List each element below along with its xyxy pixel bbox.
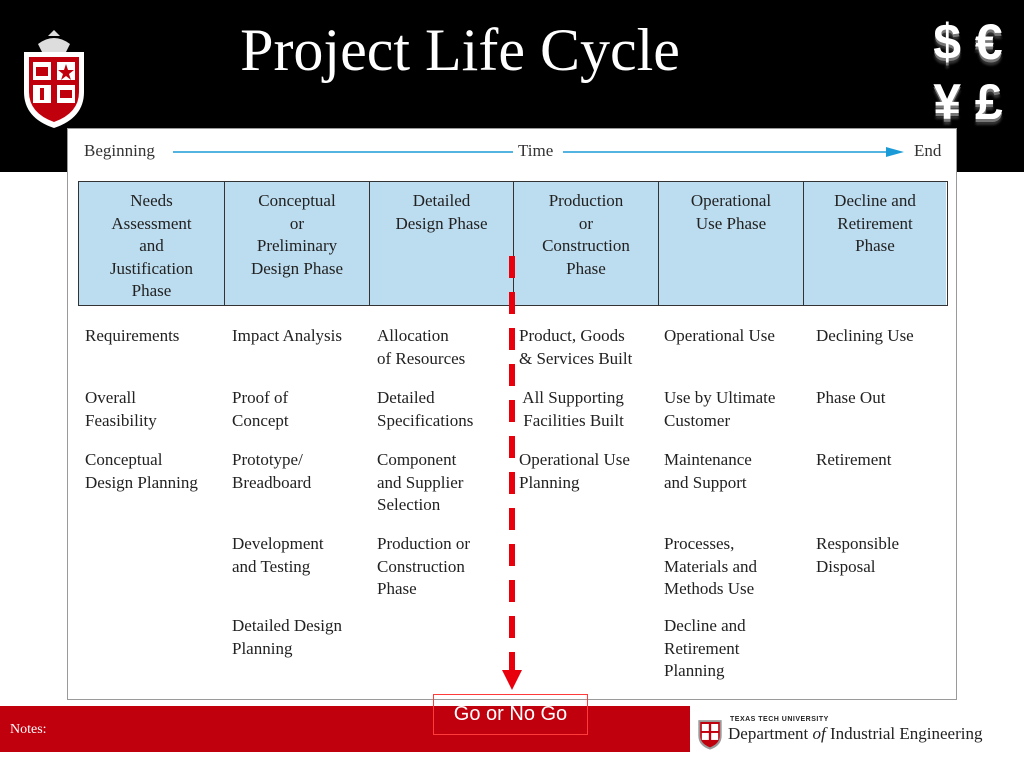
department-pre: Department xyxy=(728,724,813,743)
activity-item: Decline and Retirement Planning xyxy=(664,616,746,680)
activity-item: Impact Analysis xyxy=(232,326,343,345)
phase-label: Decline and Retirement Phase xyxy=(834,191,916,255)
activity-item: Responsible Disposal xyxy=(816,534,900,576)
phase-header: Conceptual or Preliminary Design Phase xyxy=(225,182,370,305)
activity-item: Operational Use xyxy=(664,326,775,345)
university-name: TEXAS TECH UNIVERSITY xyxy=(730,716,829,723)
timeline-end-label: End xyxy=(914,141,942,161)
phase-label: Operational Use Phase xyxy=(690,191,772,233)
go-no-go-label: Go or No Go xyxy=(453,703,568,725)
department-of: of xyxy=(812,724,826,743)
activity-item: Prototype/ Breadboard xyxy=(232,450,312,492)
phase-header: Detailed Design Phase xyxy=(370,182,514,305)
activity-item: Detailed Specifications xyxy=(377,388,474,430)
footer-notes-bar: Notes: xyxy=(0,706,690,752)
activity-item: All Supporting Facilities Built xyxy=(522,388,624,430)
phase-header: Decline and Retirement Phase xyxy=(804,182,946,305)
phase-header: Operational Use Phase xyxy=(659,182,804,305)
activity-item: Proof of Concept xyxy=(232,388,289,430)
texas-tech-shield-small-icon xyxy=(698,720,722,750)
footer-department: TEXAS TECH UNIVERSITY Department of Indu… xyxy=(690,700,1024,768)
activity-item: Use by Ultimate Customer xyxy=(664,388,776,430)
phase-label: Production or Construction Phase xyxy=(542,191,630,278)
department-name: Department of Industrial Engineering xyxy=(728,724,982,744)
activity-item: Operational Use Planning xyxy=(519,450,630,492)
slide-title: Project Life Cycle xyxy=(240,17,680,83)
activity-item: Product, Goods & Services Built xyxy=(519,326,633,368)
activity-item: Component and Supplier Selection xyxy=(377,450,464,514)
go-no-go-box: Go or No Go xyxy=(433,694,588,735)
timeline-arrow xyxy=(173,147,904,157)
activity-item: Requirements xyxy=(85,326,180,345)
activity-item: Maintenance and Support xyxy=(664,450,752,492)
phase-label: Needs Assessment and Justification Phase xyxy=(109,191,194,300)
activity-item: Detailed Design Planning xyxy=(232,616,342,658)
currency-line-1: $ € xyxy=(933,14,1003,70)
phase-header: Production or Construction Phase xyxy=(514,182,659,305)
texas-tech-shield-icon xyxy=(24,30,84,128)
activity-item: Processes, Materials and Methods Use xyxy=(664,534,757,598)
phase-header-row: Needs Assessment and Justification Phase… xyxy=(78,181,948,306)
activity-item: Development and Testing xyxy=(232,534,324,576)
phase-label: Conceptual or Preliminary Design Phase xyxy=(250,191,344,278)
phase-label: Detailed Design Phase xyxy=(395,191,488,233)
activity-item: Overall Feasibility xyxy=(85,388,157,430)
timeline: Beginning Time End xyxy=(68,137,958,167)
activity-item: Conceptual Design Planning xyxy=(85,450,198,492)
activity-item: Phase Out xyxy=(816,388,886,407)
timeline-middle-label: Time xyxy=(518,141,554,161)
activity-item: Allocation of Resources xyxy=(377,326,466,368)
life-cycle-figure: Beginning Time End Needs Assessment and … xyxy=(67,128,957,700)
activity-item: Retirement xyxy=(816,450,892,469)
timeline-start-label: Beginning xyxy=(84,141,155,161)
department-post: Industrial Engineering xyxy=(825,724,983,743)
currency-symbols: $ € ¥ £ xyxy=(918,12,1018,132)
phase-header: Needs Assessment and Justification Phase xyxy=(79,182,225,305)
activity-item: Production or Construction Phase xyxy=(377,534,471,598)
activity-item: Declining Use xyxy=(816,326,914,345)
currency-line-2: ¥ £ xyxy=(933,74,1003,130)
notes-label: Notes: xyxy=(10,722,47,737)
